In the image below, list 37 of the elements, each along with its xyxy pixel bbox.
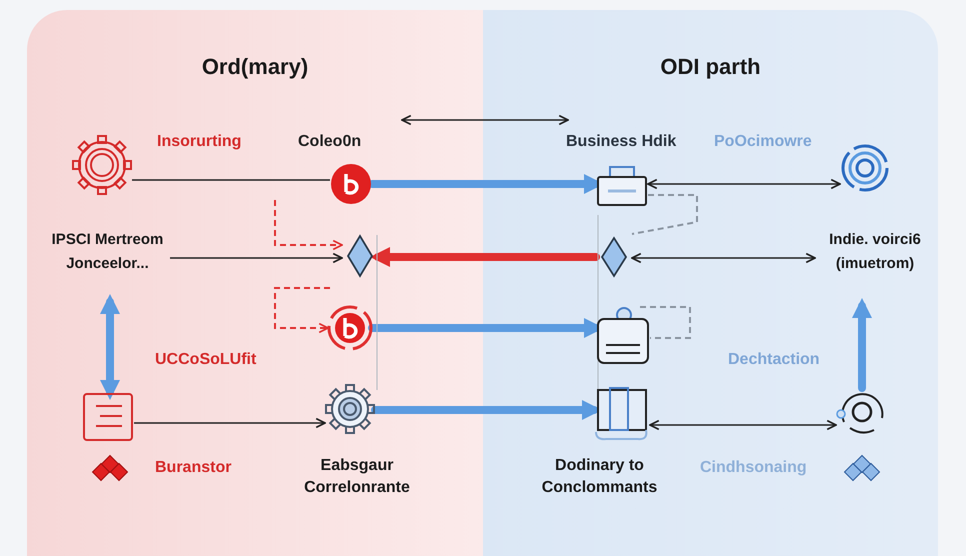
node-text: Indie. voirci6 (imuetrom) — [828, 230, 922, 274]
text-label: Business Hdik — [566, 132, 676, 152]
target-icon — [840, 142, 890, 194]
text-label: Dechtaction — [728, 350, 820, 370]
text-label: Buranstor — [155, 458, 232, 478]
coin-icon — [328, 305, 372, 351]
clipboard-icon — [596, 305, 650, 365]
block-arrow — [370, 247, 600, 267]
gear-icon — [325, 383, 375, 435]
monitor-icon — [594, 388, 650, 442]
coin-icon — [330, 163, 372, 205]
text-label: Insorurting — [157, 132, 242, 152]
dashed-connector — [274, 287, 330, 334]
dashed-connector — [640, 306, 691, 339]
text-label: Eabsgaur Correlonrante — [303, 456, 411, 498]
text-label: Cindhsonaing — [700, 458, 807, 478]
panel-title: Ord(mary) — [200, 54, 310, 80]
list-icon — [82, 392, 134, 442]
text-label: UCCoSoLUfit — [155, 350, 256, 370]
panel-title: ODI parth — [659, 54, 762, 80]
panel — [27, 10, 483, 556]
arrow — [649, 420, 837, 430]
node-text: IPSCI Mertreom Jonceelor... — [50, 230, 164, 274]
gear-icon — [72, 135, 132, 195]
text-label: Coleo0n — [298, 132, 362, 152]
arrow — [647, 178, 841, 190]
dashed-connector — [632, 194, 698, 235]
dashed-connector — [274, 200, 343, 250]
block-arrow — [100, 294, 120, 400]
arrow — [170, 252, 343, 264]
arrow — [631, 252, 816, 264]
block-arrow — [852, 298, 872, 392]
text-label: Dodinary to Conclommants — [540, 456, 658, 498]
panel — [483, 10, 938, 556]
briefcase-icon — [596, 165, 648, 207]
text-label: PoOcimowre — [714, 132, 812, 152]
arrow — [134, 418, 326, 428]
